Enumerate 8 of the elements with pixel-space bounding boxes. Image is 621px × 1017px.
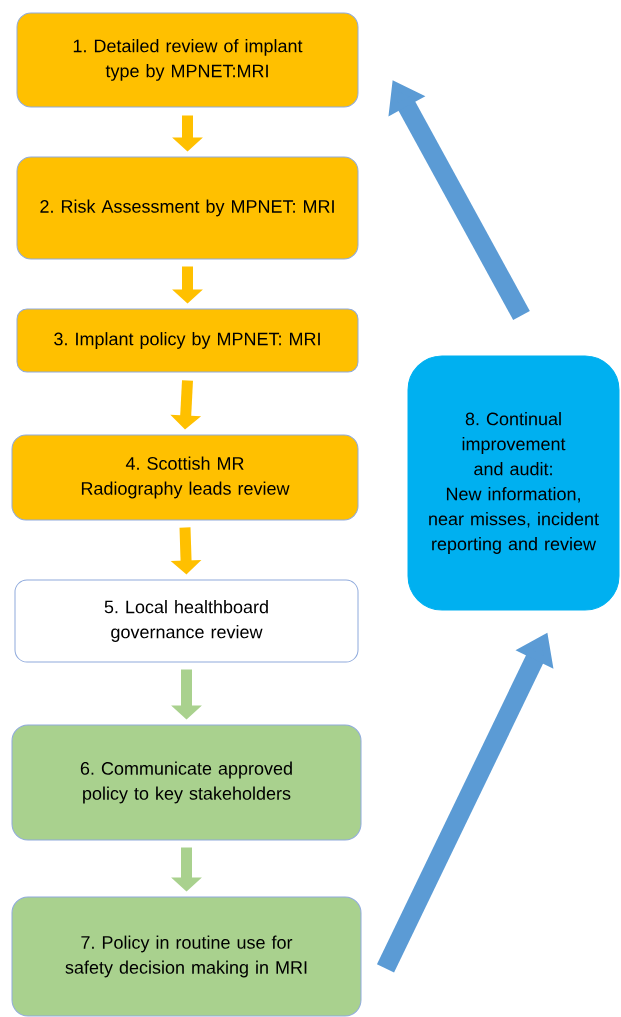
- process-box: 7. Policy in routine use for safety decision making in MRI: [11, 896, 362, 1017]
- process-box: 2. Risk Assessment by MPNET: MRI: [16, 156, 359, 260]
- process-box: 8. Continual improvement and audit: New information, near misses, incident reporting and review: [407, 355, 620, 611]
- process-box: 4. Scottish MR Radiography leads review: [11, 434, 359, 521]
- process-box: 1. Detailed review of implant type by MPNET:MRI: [16, 12, 359, 108]
- process-box: 6. Communicate approved policy to key stakeholders: [11, 724, 362, 841]
- process-box: 3. Implant policy by MPNET: MRI: [16, 308, 359, 373]
- process-box: 5. Local healthboard governance review: [14, 579, 359, 663]
